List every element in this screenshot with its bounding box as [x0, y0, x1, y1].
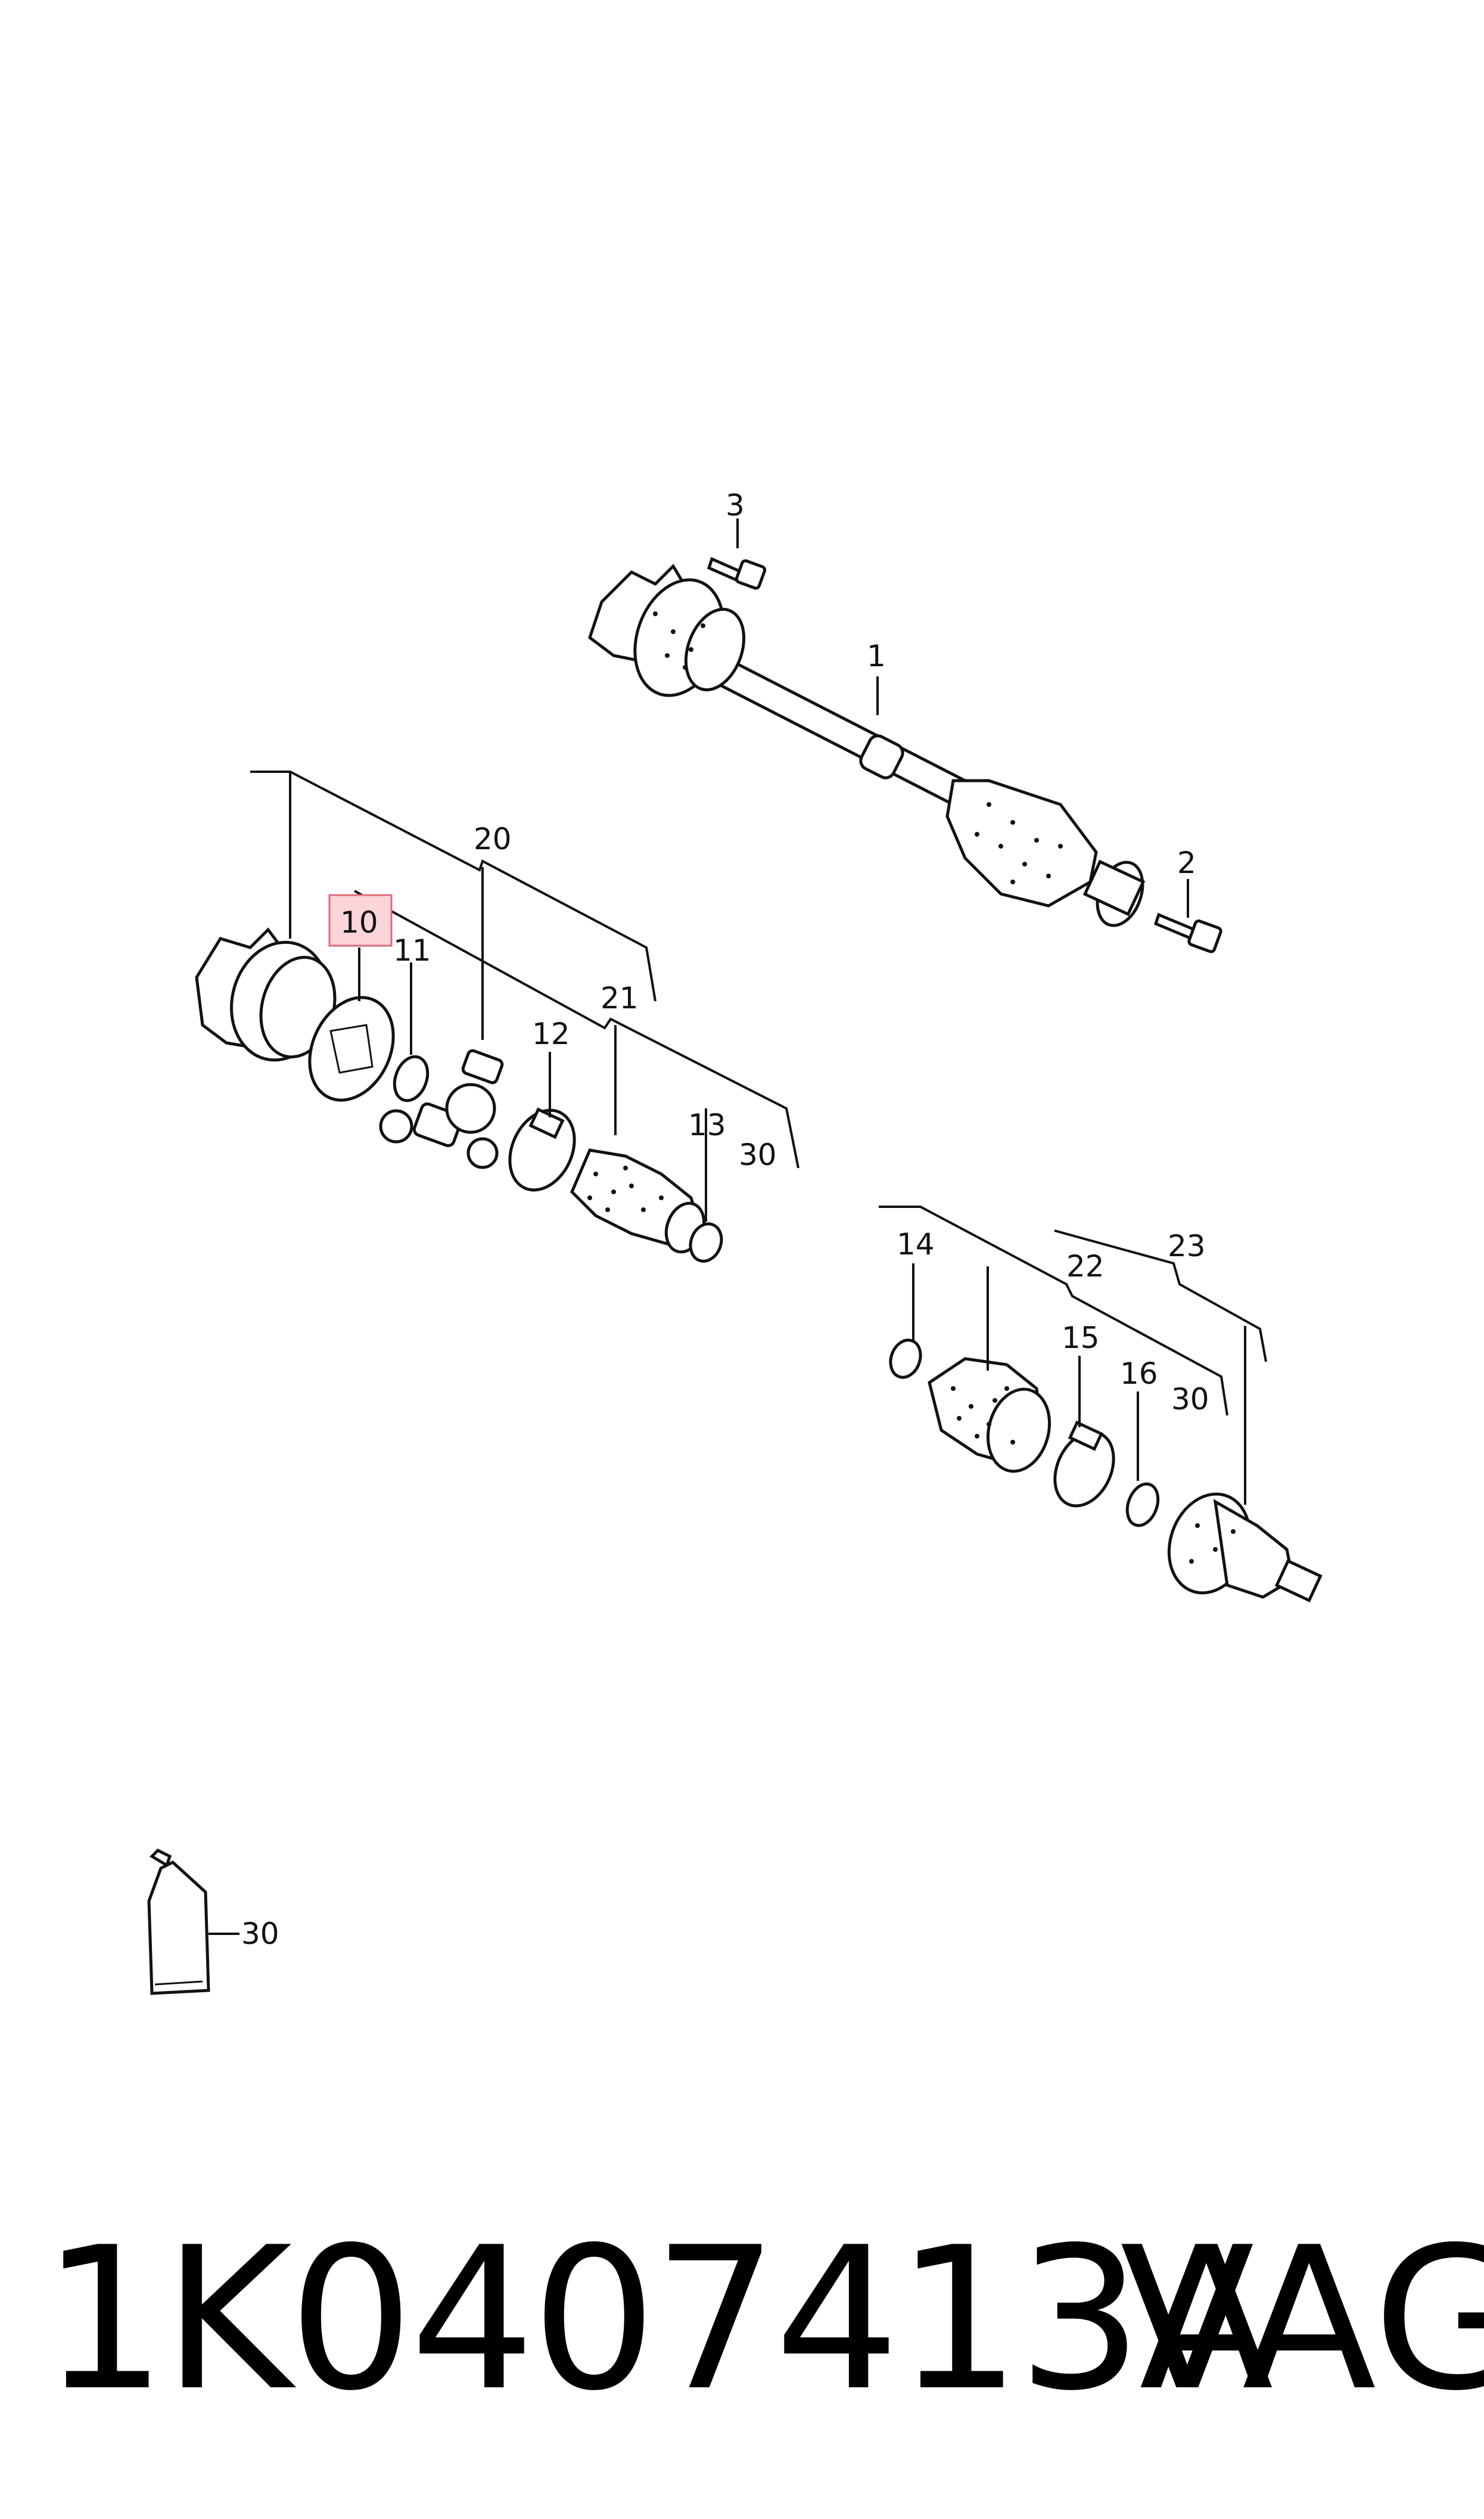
label-15: 15 — [1062, 1321, 1100, 1355]
highlight-box-10 — [328, 894, 393, 947]
label-16: 16 — [1120, 1356, 1158, 1391]
bolt-3[interactable] — [707, 557, 767, 590]
label-20: 20 — [474, 822, 512, 856]
label-22: 22 — [1066, 1249, 1105, 1284]
grease-tube-icon[interactable] — [147, 1848, 210, 1995]
clamp-15[interactable] — [1044, 1420, 1125, 1515]
label-30-tube: 30 — [241, 1917, 279, 1951]
label-14: 14 — [897, 1227, 935, 1262]
label-21: 21 — [601, 981, 639, 1015]
outer-joint-23[interactable] — [1156, 1483, 1323, 1604]
circlip-16[interactable] — [1122, 1480, 1163, 1530]
outer-boot-22[interactable] — [928, 1357, 1058, 1479]
joint-cage[interactable] — [294, 984, 409, 1114]
label-10: 10 — [340, 905, 378, 940]
clamp-12[interactable] — [497, 1099, 587, 1200]
label-23: 23 — [1168, 1229, 1206, 1263]
label-3: 3 — [726, 488, 745, 523]
label-30-upper: 30 — [739, 1138, 777, 1172]
tripod-spider[interactable] — [379, 1049, 504, 1169]
bolt-2[interactable] — [1153, 912, 1222, 953]
label-30-middle: 30 — [1171, 1382, 1209, 1417]
label-2: 2 — [1177, 846, 1196, 880]
drive-shaft[interactable] — [588, 563, 1151, 932]
brand-label: VAG — [1120, 2205, 1484, 2434]
label-13: 13 — [688, 1108, 726, 1142]
label-1: 1 — [867, 639, 886, 673]
circlip-11[interactable] — [389, 1052, 434, 1105]
label-12: 12 — [532, 1017, 570, 1051]
clamp-13[interactable] — [686, 1219, 727, 1265]
label-11: 11 — [393, 933, 431, 968]
clamp-14[interactable] — [886, 1336, 926, 1382]
part-number: 1K0407413A — [42, 2205, 1274, 2434]
